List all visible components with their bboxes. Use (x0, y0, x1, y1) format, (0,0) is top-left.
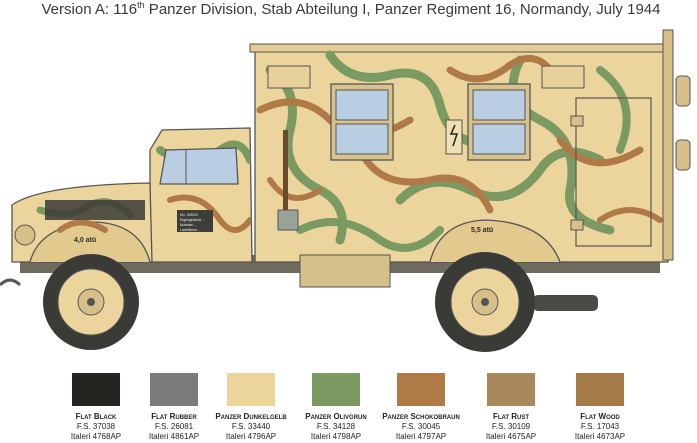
cab-window (159, 147, 239, 185)
swatch-panzer-dunkelgelb (227, 373, 275, 406)
side-storage (299, 254, 391, 288)
tow-hook (0, 278, 22, 287)
svg-text:Ladefläche ...: Ladefläche ... (180, 228, 201, 232)
swatch-flat-rubber (150, 373, 198, 406)
front-pressure-marking: 4,0 atü (74, 237, 96, 244)
headlight (14, 224, 36, 246)
unit-sign (445, 119, 463, 155)
data-plate: Kfz. 305/22 Eigengewicht ... Nutzlast ..… (177, 210, 213, 232)
box-vent-left (267, 65, 311, 89)
rear-wheel (435, 252, 535, 352)
rear-pressure-marking: 5,5 atü (471, 227, 493, 234)
front-wheel (43, 254, 139, 350)
swatch-flat-rust (487, 373, 535, 406)
axe-tool (277, 130, 299, 231)
swatch-flat-wood (576, 373, 624, 406)
hood-vents (45, 200, 145, 220)
box-door (575, 97, 652, 247)
svg-text:Kfz. 305/22: Kfz. 305/22 (180, 213, 198, 217)
ladder (662, 29, 691, 261)
spare-tire (533, 295, 598, 311)
page-title: Version A: 116th Panzer Division, Stab A… (41, 0, 661, 18)
svg-text:Nutzlast ...: Nutzlast ... (180, 223, 197, 227)
box-vent-right (541, 65, 585, 89)
rear-fender (429, 219, 561, 263)
swatch-panzer-schokobraun (397, 373, 445, 406)
truck-profile-illustration: Kfz. 305/22 Eigengewicht ... Nutzlast ..… (0, 29, 691, 352)
svg-text:Eigengewicht ...: Eigengewicht ... (180, 218, 205, 222)
swatch-flat-black (72, 373, 120, 406)
swatch-panzer-olivgrun (312, 373, 360, 406)
